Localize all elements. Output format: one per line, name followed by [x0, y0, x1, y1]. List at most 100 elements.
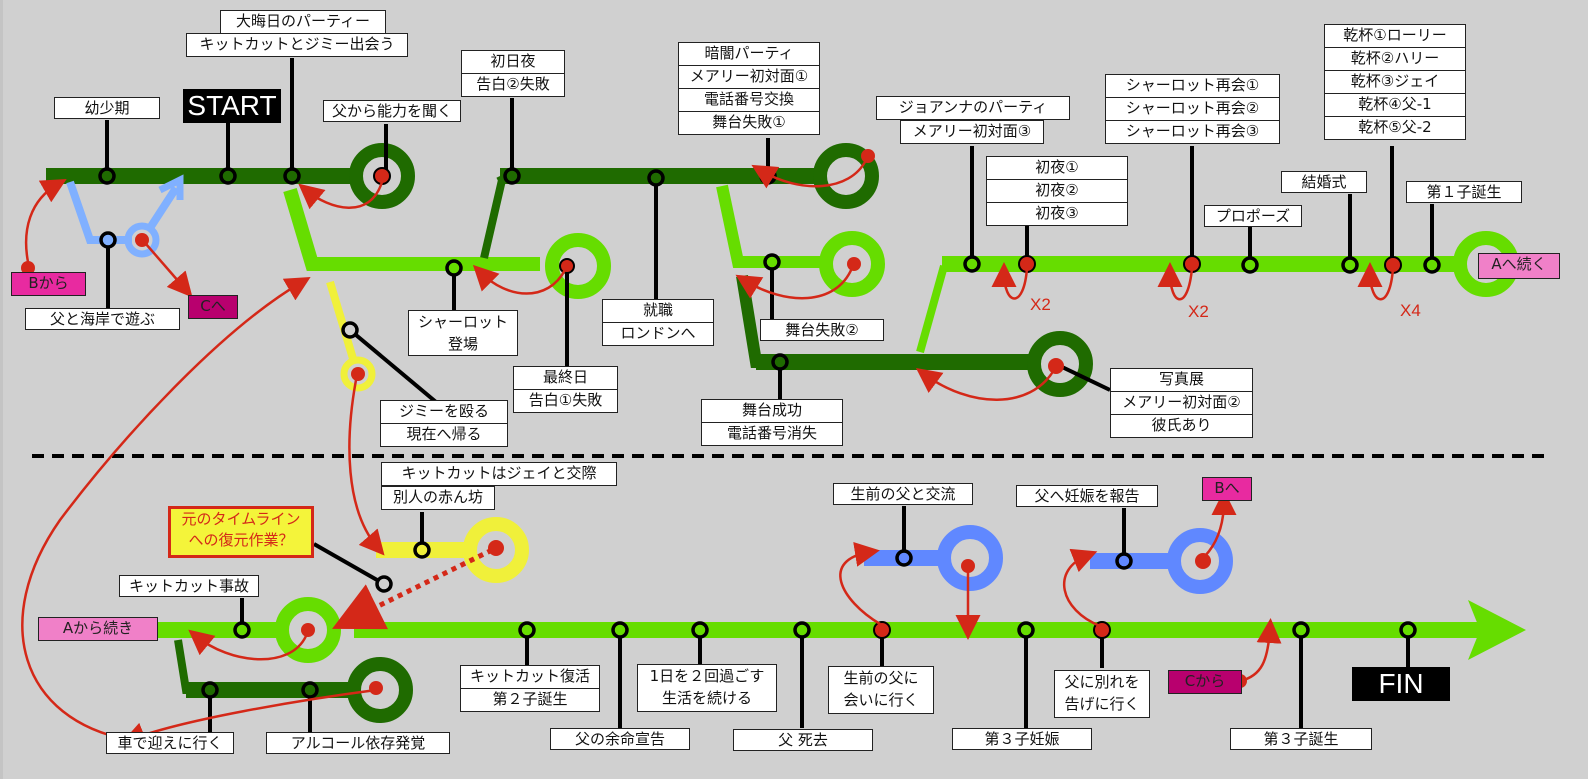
label-new-years-party: 大晦日のパーティー — [220, 10, 386, 34]
label-row: メアリー初対面① — [678, 65, 820, 89]
label-row: メアリー初対面③ — [900, 120, 1044, 144]
label-row: メアリー初対面② — [1110, 391, 1253, 415]
label-first-night: 初日夜 告白②失敗 — [461, 50, 565, 97]
label-kitkat-jay: キットカットはジェイと交際 — [381, 462, 617, 486]
repeat-count: X4 — [1400, 301, 1421, 320]
text-line: シャーロット — [417, 313, 508, 331]
label-row: 乾杯⑤父-2 — [1324, 116, 1466, 140]
label-row: キットカットとジミー出会う — [186, 33, 408, 57]
label-punch-jimmy: ジミーを殴る 現在へ帰る — [380, 400, 508, 447]
label-row: 就職 — [602, 299, 714, 323]
label-row: 電話番号交換 — [678, 88, 820, 112]
label-kitkat-accident: キットカット事故 — [119, 575, 259, 597]
label-play-beach: 父と海岸で遊ぶ — [25, 308, 180, 330]
main-line-dark-green-3 — [736, 275, 1093, 397]
label-row: シャーロット再会① — [1105, 74, 1280, 98]
connector-from-b[interactable]: Bから — [11, 272, 86, 296]
label-row: シャーロット再会③ — [1105, 120, 1280, 144]
label-row: 告白①失敗 — [513, 389, 618, 413]
start-marker: START — [183, 89, 281, 123]
label-charlotte-reunion: シャーロット再会① シャーロット再会② シャーロット再会③ — [1105, 74, 1280, 144]
label-row: 暗闇パーティ — [678, 42, 820, 66]
label-row: 最終日 — [513, 366, 618, 390]
label-row: 現在へ帰る — [380, 423, 508, 447]
label-row: 初夜② — [986, 179, 1128, 203]
label-hear-from-father: 父から能力を聞く — [323, 100, 461, 122]
restore-note: 元のタイムライン への復元作業？ — [168, 506, 314, 558]
label-farewell-father: 父に別れを 告げに行く — [1054, 670, 1150, 718]
label-row: 乾杯②ハリー — [1324, 47, 1466, 71]
repeat-count: X2 — [1188, 302, 1209, 321]
label-row: 舞台成功 — [701, 399, 843, 423]
repeat-count: X2 — [1030, 295, 1051, 314]
text-line: への復元作業？ — [188, 531, 294, 549]
label-pick-up-car: 車で迎えに行く — [106, 732, 234, 754]
label-childhood: 幼少期 — [54, 97, 160, 119]
text-line: 会いに行く — [843, 691, 919, 709]
label-kitkat-revival: キットカット復活 第２子誕生 — [460, 665, 600, 712]
light-green-bottom-start — [150, 597, 341, 663]
fin-marker: FIN — [1352, 667, 1450, 701]
label-row: 初夜① — [986, 156, 1128, 180]
text-line: 1日を２回過ごす — [649, 667, 765, 685]
label-row: 乾杯③ジェイ — [1324, 70, 1466, 94]
connector-to-b[interactable]: Bへ — [1202, 477, 1252, 501]
label-last-day: 最終日 告白①失敗 — [513, 366, 618, 413]
station-dots — [98, 167, 1441, 699]
restore-dotted-arrow — [332, 547, 494, 630]
label-third-child: 第３子誕生 — [1230, 728, 1372, 750]
label-row: 告白②失敗 — [461, 73, 565, 97]
label-meet-jimmy: キットカットとジミー出会う — [186, 33, 408, 57]
label-row: ジミーを殴る — [380, 400, 508, 424]
text-line: 生活を続ける — [661, 689, 752, 707]
text-line: 告げに行く — [1064, 695, 1140, 713]
blue-branch-2 — [1090, 528, 1233, 594]
main-line-dark-green-2 — [480, 143, 879, 259]
label-row: 初日夜 — [461, 50, 565, 74]
label-row: ジョアンナのパーティ — [876, 96, 1070, 120]
label-row: ロンドンへ — [602, 322, 714, 346]
label-row: 電話番号消失 — [701, 422, 843, 446]
label-proposal: プロポーズ — [1204, 205, 1302, 227]
connector-to-a[interactable]: Aへ続く — [1478, 253, 1560, 279]
label-live-twice: 1日を２回過ごす 生活を続ける — [637, 664, 777, 712]
text-line: 父に別れを — [1064, 673, 1140, 691]
label-stage-success: 舞台成功 電話番号消失 — [701, 399, 843, 446]
label-photo-exhibit: 写真展 メアリー初対面② 彼氏あり — [1110, 368, 1253, 438]
label-row: キットカット復活 — [460, 665, 600, 689]
text-line: 生前の父に — [843, 669, 919, 687]
label-other-baby: 別人の赤ん坊 — [381, 486, 495, 510]
label-interact-father: 生前の父と交流 — [833, 483, 973, 505]
branch-light-green-2 — [716, 184, 885, 297]
jump-arrows — [21, 159, 1395, 747]
label-row: シャーロット登場 — [408, 310, 518, 356]
label-meet-living-father: 生前の父に 会いに行く — [828, 666, 934, 714]
label-row: 初夜③ — [986, 202, 1128, 226]
label-row: シャーロット再会② — [1105, 97, 1280, 121]
connector-from-c[interactable]: Cから — [1168, 670, 1242, 694]
label-row: 写真展 — [1110, 368, 1253, 392]
left-edge — [0, 0, 3, 779]
label-alcohol: アルコール依存発覚 — [266, 732, 450, 754]
connector-to-c[interactable]: Cへ — [188, 295, 238, 319]
branch-light-green-1 — [283, 188, 611, 299]
connector-from-a[interactable]: Aから続き — [38, 617, 158, 641]
label-job: 就職 ロンドンへ — [602, 299, 714, 346]
label-row: 乾杯④父-1 — [1324, 93, 1466, 117]
blue-branch-1 — [864, 525, 1003, 591]
label-father-death: 父 死去 — [733, 729, 873, 751]
label-first-child: 第１子誕生 — [1406, 181, 1522, 203]
text-line: 登場 — [447, 335, 478, 353]
label-row: 大晦日のパーティー — [220, 10, 386, 34]
label-first-nights: 初夜① 初夜② 初夜③ — [986, 156, 1128, 226]
time-jump-dots — [21, 149, 1402, 695]
label-row: 別人の赤ん坊 — [381, 486, 495, 510]
label-row: キットカットはジェイと交際 — [381, 462, 617, 486]
branch-light-blue — [66, 174, 184, 258]
text-line: 元のタイムライン — [181, 510, 301, 528]
label-joanna-party: ジョアンナのパーティ — [876, 96, 1070, 120]
label-stage-fail-2: 舞台失敗② — [760, 319, 884, 341]
label-row: 舞台失敗① — [678, 111, 820, 135]
label-row: 乾杯①ローリー — [1324, 24, 1466, 48]
branch-yellow — [326, 280, 376, 392]
